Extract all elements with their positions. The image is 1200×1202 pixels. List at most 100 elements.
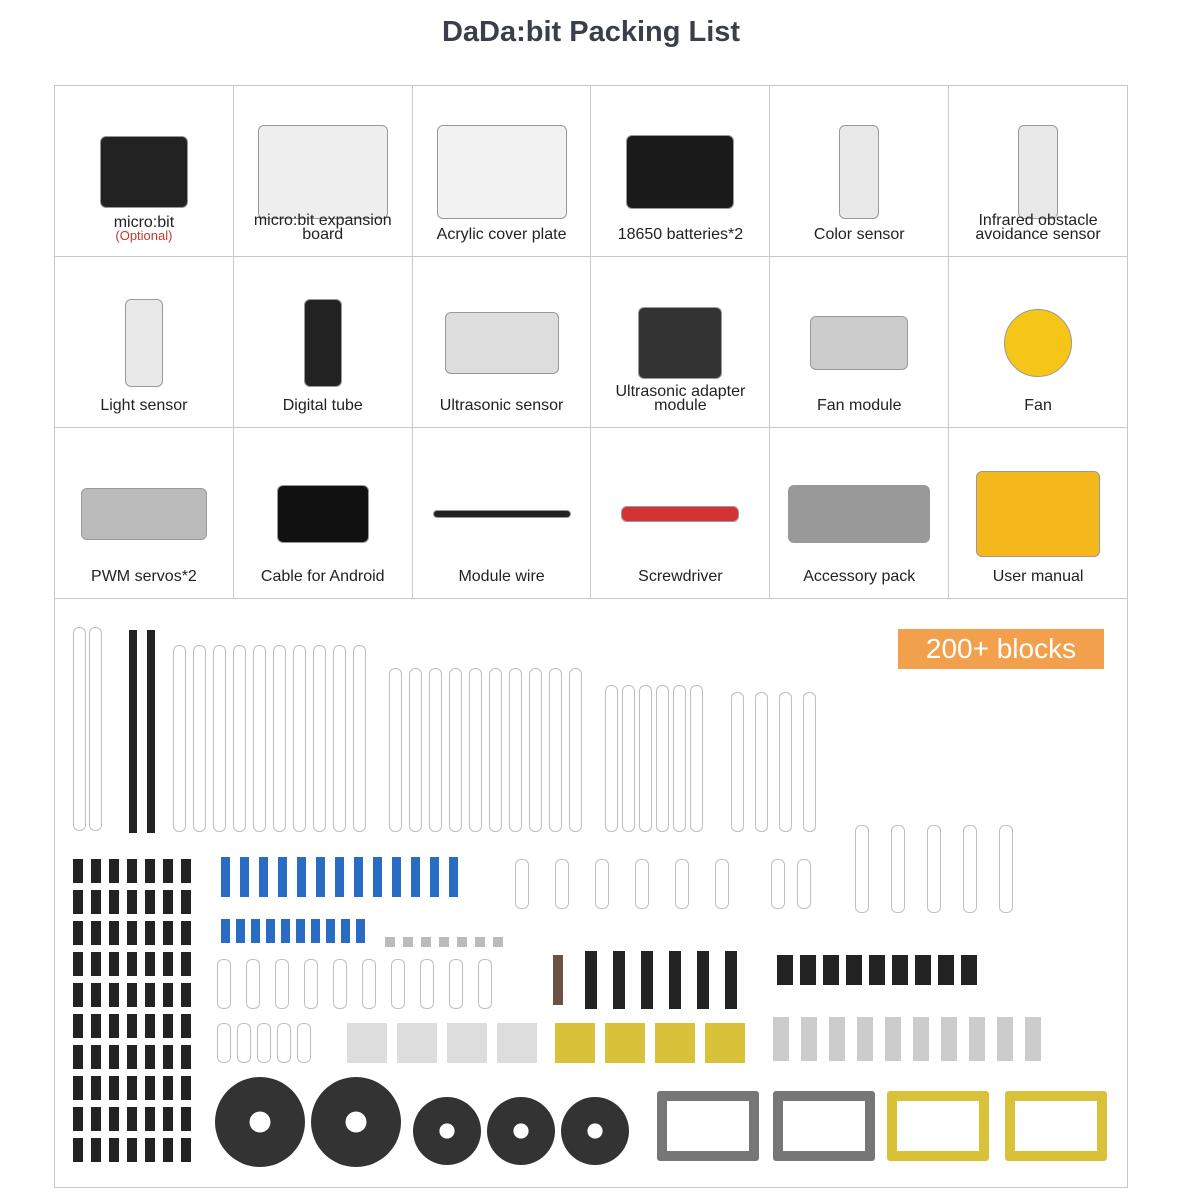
- item-name: micro:bit expansion board: [253, 212, 392, 243]
- beam: [429, 668, 442, 832]
- beam: [233, 645, 246, 832]
- beam: [656, 685, 669, 832]
- l-beam: [391, 959, 405, 1009]
- beam: [313, 645, 326, 832]
- connector: [869, 955, 885, 985]
- frame: [773, 1091, 875, 1161]
- item-image: [99, 136, 188, 208]
- item-image: [436, 125, 567, 219]
- l-beam: [515, 859, 529, 909]
- pin: [145, 1014, 155, 1038]
- connector: [800, 955, 816, 985]
- pin: [181, 1014, 191, 1038]
- connector: [961, 955, 977, 985]
- angled-beam: [927, 825, 941, 913]
- item-label: micro:bit expansion board: [234, 212, 412, 243]
- l-beam: [715, 859, 729, 909]
- pin: [127, 859, 137, 883]
- beam: [731, 692, 744, 832]
- connector: [777, 955, 793, 985]
- pin: [181, 1107, 191, 1131]
- angled-beam: [891, 825, 905, 913]
- l-beam: [478, 959, 492, 1009]
- pin: [181, 1076, 191, 1100]
- pin: [316, 857, 325, 897]
- pin: [91, 952, 101, 976]
- pin: [311, 919, 320, 943]
- pin: [221, 857, 230, 897]
- pin: [181, 859, 191, 883]
- connector: [705, 1023, 745, 1063]
- connector: [913, 1017, 929, 1061]
- frame: [1005, 1091, 1107, 1161]
- item-image: [124, 299, 163, 387]
- pin: [145, 1107, 155, 1131]
- pin: [181, 921, 191, 945]
- axle: [147, 630, 155, 833]
- beam: [389, 668, 402, 832]
- pin: [411, 857, 420, 897]
- pin: [145, 921, 155, 945]
- beam: [237, 1023, 251, 1063]
- l-beam: [420, 959, 434, 1009]
- item-cell: Infrared obstacle avoidance sensor: [949, 86, 1128, 257]
- l-beam: [595, 859, 609, 909]
- pin: [181, 890, 191, 914]
- connector: [938, 955, 954, 985]
- pin: [109, 1138, 119, 1162]
- beam: [293, 645, 306, 832]
- pin: [669, 951, 681, 1009]
- items-grid: micro:bit(Optional)micro:bit expansion b…: [54, 85, 1128, 599]
- beam: [217, 1023, 231, 1063]
- beam: [213, 645, 226, 832]
- item-label: Screwdriver: [591, 569, 769, 585]
- pin: [127, 1045, 137, 1069]
- item-label: Acrylic cover plate: [413, 227, 591, 243]
- frame: [657, 1091, 759, 1161]
- l-beam: [362, 959, 376, 1009]
- gear: [215, 1077, 305, 1167]
- beam: [673, 685, 686, 832]
- pin: [127, 1107, 137, 1131]
- pin: [236, 919, 245, 943]
- angled-beam: [999, 825, 1013, 913]
- pin: [109, 890, 119, 914]
- item-label: Digital tube: [234, 398, 412, 414]
- connector: [885, 1017, 901, 1061]
- item-label: Module wire: [413, 569, 591, 585]
- pin: [109, 983, 119, 1007]
- pin: [145, 952, 155, 976]
- pin: [163, 1107, 173, 1131]
- pin: [73, 1014, 83, 1038]
- gear: [311, 1077, 401, 1167]
- item-label: Ultrasonic sensor: [413, 398, 591, 414]
- pin: [163, 1138, 173, 1162]
- pin: [163, 859, 173, 883]
- pin: [109, 1014, 119, 1038]
- angled-beam: [963, 825, 977, 913]
- item-image: [839, 125, 880, 219]
- item-cell: Light sensor: [55, 257, 234, 428]
- connector: [347, 1023, 387, 1063]
- connector: [397, 1023, 437, 1063]
- pin: [145, 1045, 155, 1069]
- item-cell: Accessory pack: [770, 428, 950, 599]
- beam: [253, 645, 266, 832]
- pin: [163, 983, 173, 1007]
- pin: [251, 919, 260, 943]
- item-cell: Fan module: [770, 257, 950, 428]
- item-cell: Color sensor: [770, 86, 950, 257]
- item-label: Fan: [949, 398, 1127, 414]
- pin: [641, 951, 653, 1009]
- item-name: 18650 batteries*2: [617, 226, 744, 243]
- pin: [145, 1076, 155, 1100]
- beam: [469, 668, 482, 832]
- pin: [326, 919, 335, 943]
- item-cell: micro:bit expansion board: [233, 86, 413, 257]
- l-beam: [675, 859, 689, 909]
- pin: [145, 1138, 155, 1162]
- pin: [91, 1107, 101, 1131]
- pin: [181, 1045, 191, 1069]
- l-beam: [304, 959, 318, 1009]
- l-beam: [217, 959, 231, 1009]
